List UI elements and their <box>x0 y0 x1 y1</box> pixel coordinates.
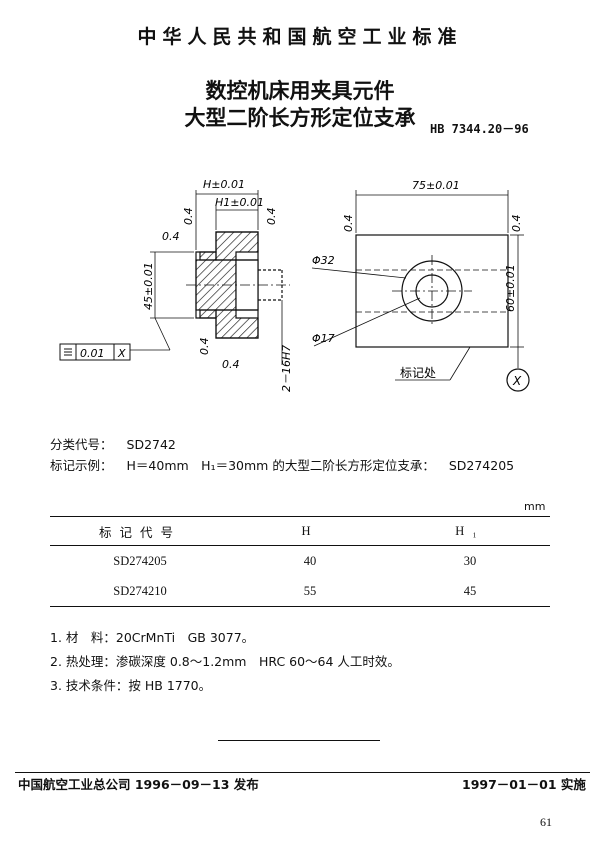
dia-17: Φ17 <box>312 332 335 345</box>
roughness-1: 0.4 <box>182 208 195 226</box>
dim-hole: 2－16H7 <box>280 345 293 392</box>
dim-75: 75±0.01 <box>412 179 460 192</box>
cell-h1: 45 <box>390 576 550 607</box>
cell-h: 40 <box>303 553 317 568</box>
cell-code: SD274205 <box>113 553 167 568</box>
datum-x: X <box>512 374 522 388</box>
plan-view <box>311 190 530 392</box>
implementation-date: 1997－01－01 实施 <box>462 777 586 792</box>
table-row: SD274210 55 45 <box>50 576 550 607</box>
title-line-2: 大型二阶长方形定位支承 <box>184 106 416 130</box>
dim-45: 45±0.01 <box>142 262 155 310</box>
standard-number: HB 7344.20－96 <box>430 122 529 136</box>
standard-header: 中华人民共和国航空工业标准 <box>137 26 463 48</box>
roughness-2: 0.4 <box>265 208 278 226</box>
example-line: 标记示例： H＝40mm H₁＝30mm 的大型二阶长方形定位支承： SD27420… <box>50 455 528 474</box>
roughness-3: 0.4 <box>162 230 180 243</box>
table-header-row: 标记代号 H H₁ <box>50 516 550 546</box>
unit-label: mm <box>524 500 546 513</box>
class-label: 分类代号： <box>50 437 113 452</box>
section-view <box>130 190 290 365</box>
table-row: SD274205 40 30 <box>50 546 550 577</box>
cell-h: 55 <box>230 576 390 607</box>
header-h: H <box>230 516 390 546</box>
end-separator <box>218 740 380 741</box>
technical-drawing: H±0.01 H1±0.01 45±0.01 2－16H7 0.4 0.4 0.… <box>59 178 530 392</box>
header-mark-code: 标记代号 <box>50 516 230 546</box>
dia-32: Φ32 <box>312 254 335 267</box>
cell-code: SD274210 <box>50 576 230 607</box>
mark-label: 标记处 <box>400 366 436 380</box>
roughness-4: 0.4 <box>198 338 211 356</box>
roughness-7: 0.4 <box>510 215 523 233</box>
dim-h1: H1±0.01 <box>215 196 264 209</box>
roughness-5: 0.4 <box>222 358 240 371</box>
tolerance-datum: X <box>117 347 126 360</box>
roughness-6: 0.4 <box>342 215 355 233</box>
example-label: 标记示例： <box>50 458 113 473</box>
note-technical-conditions: 3. 技术条件：按 HB 1770。 <box>50 678 212 693</box>
dim-h: H±0.01 <box>203 178 245 191</box>
page-number: 61 <box>540 815 552 829</box>
note-material: 1. 材 料：20CrMnTi GB 3077。 <box>50 630 255 645</box>
example-text: H＝40mm H₁＝30mm 的大型二阶长方形定位支承： <box>126 458 435 473</box>
cell-h1: 30 <box>463 553 477 568</box>
example-code: SD274205 <box>448 458 515 473</box>
title-line-1: 数控机床用夹具元件 <box>205 79 395 103</box>
footer-rule <box>15 772 590 773</box>
class-code-line: 分类代号： SD2742 <box>50 434 190 453</box>
class-value: SD2742 <box>126 437 176 452</box>
tolerance-frame <box>59 343 131 361</box>
publisher-line: 中国航空工业总公司 1996－09－13 发布 <box>18 777 259 792</box>
dim-60: 60±0.01 <box>504 264 517 312</box>
header-h1: H₁ <box>390 516 550 546</box>
tolerance-value: 0.01 <box>80 347 105 360</box>
spec-table: 标记代号 H H₁ SD274205 40 30 SD274210 55 45 <box>50 516 550 607</box>
note-heat-treatment: 2. 热处理：渗碳深度 0.8～1.2mm HRC 60～64 人工时效。 <box>50 654 400 669</box>
